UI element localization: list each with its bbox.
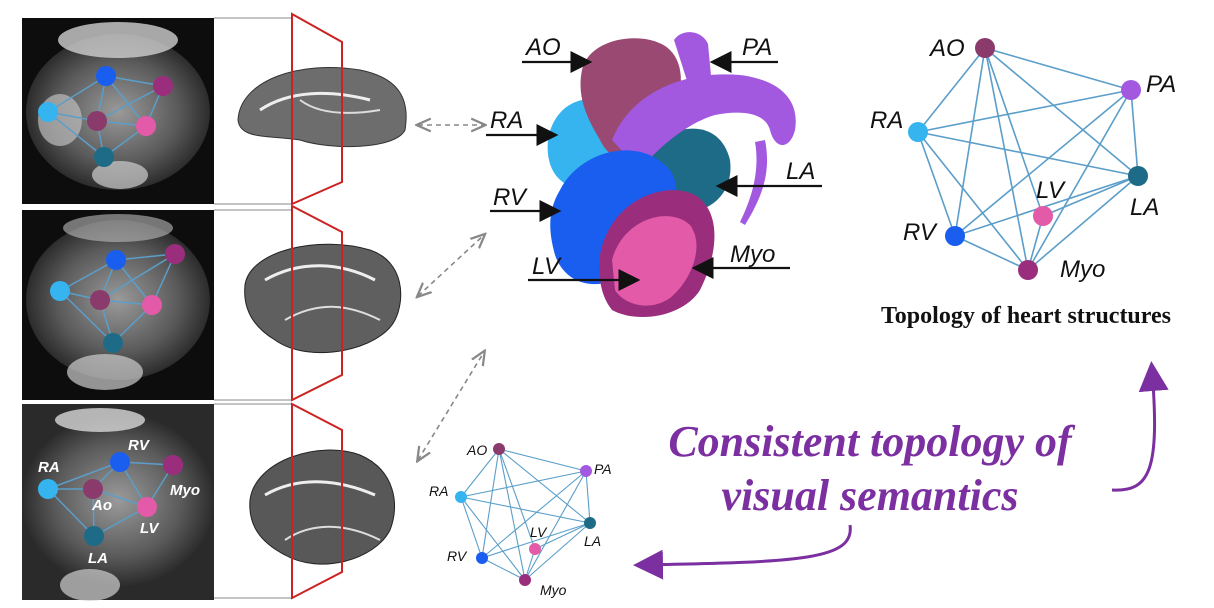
heart-label-rv: RV	[493, 184, 528, 211]
small-graph-edge	[482, 558, 525, 580]
big-graph-node-rv	[945, 226, 965, 246]
ct-slice-3	[22, 404, 214, 601]
big-graph-node-myo	[1018, 260, 1038, 280]
ct3-label-myo: Myo	[170, 482, 200, 499]
big-graph-title: Topology of heart structures	[881, 303, 1171, 329]
big-graph-edge	[918, 132, 1028, 270]
big-graph-label-la: LA	[1130, 194, 1159, 221]
big-graph-node-lv	[1033, 206, 1053, 226]
small-graph-node-la	[584, 517, 596, 529]
big-graph-edge	[918, 90, 1131, 132]
heart-pa-branch	[740, 140, 767, 225]
caption-line-2: visual semantics	[721, 471, 1018, 520]
ct1-node-lv	[136, 116, 156, 136]
ct3-label-lv: LV	[140, 520, 160, 537]
heart-label-myo: Myo	[730, 241, 775, 268]
small-graph-node-rv	[476, 552, 488, 564]
ct3-node-ra	[38, 479, 58, 499]
big-graph-node-ao	[975, 38, 995, 58]
volume-rendering-3	[214, 404, 395, 598]
purple-arrow-left	[642, 525, 850, 565]
ct2-node-rv	[106, 250, 126, 270]
small-graph-node-ao	[493, 443, 505, 455]
small-graph-label-la: LA	[584, 533, 601, 549]
ct2-node-ao	[90, 290, 110, 310]
small-graph-node-pa	[580, 465, 592, 477]
ct2-node-lv	[142, 295, 162, 315]
small-graph-label-pa: PA	[594, 461, 612, 477]
ct1-node-ao	[87, 111, 107, 131]
ct1-node-ra	[38, 102, 58, 122]
purple-arrow-up	[1112, 370, 1155, 490]
small-graph-node-lv	[529, 543, 541, 555]
big-graph-edge	[918, 132, 1138, 176]
caption-line-1: Consistent topology of	[668, 417, 1076, 466]
heart-3d-model	[548, 32, 796, 317]
ct3-node-ao	[83, 479, 103, 499]
ct2-node-la	[103, 333, 123, 353]
ct3-node-la	[84, 526, 104, 546]
volume-rendering-1	[214, 14, 406, 204]
small-graph-edge	[499, 449, 525, 580]
ct3-node-myo	[163, 455, 183, 475]
small-graph-label-lv: LV	[530, 524, 548, 540]
heart-label-ao: AO	[524, 34, 561, 61]
small-graph-label-rv: RV	[447, 548, 468, 564]
volume-rendering-2	[214, 206, 401, 400]
big-graph-edge	[1131, 90, 1138, 176]
big-graph-node-ra	[908, 122, 928, 142]
ct3-node-rv	[110, 452, 130, 472]
ct3-label-ra: RA	[38, 459, 60, 476]
big-graph-label-myo: Myo	[1060, 256, 1105, 283]
big-graph-edge	[985, 48, 1131, 90]
ct1-node-la	[94, 147, 114, 167]
big-graph-edge	[985, 48, 1138, 176]
small-graph-edge	[461, 497, 525, 580]
small-graph-label-ra: RA	[429, 483, 448, 499]
small-graph-node-myo	[519, 574, 531, 586]
ct3-node-lv	[137, 497, 157, 517]
small-topology-graph: AO PA RA LA LV RV Myo	[429, 442, 612, 598]
ct2-node-myo	[165, 244, 185, 264]
heart-label-la: LA	[786, 158, 815, 185]
ct3-label-ao: Ao	[91, 497, 112, 514]
big-graph-label-lv: LV	[1036, 177, 1066, 204]
heart-label-lv: LV	[532, 253, 562, 280]
ct-slice-2	[22, 210, 214, 400]
ct2-node-ra	[50, 281, 70, 301]
big-graph-node-la	[1128, 166, 1148, 186]
ct1-node-rv	[96, 66, 116, 86]
heart-label-ra: RA	[490, 107, 523, 134]
small-graph-edge	[586, 471, 590, 523]
big-graph-edge	[985, 48, 1028, 270]
ct1-node-myo	[153, 76, 173, 96]
big-graph-edge	[955, 236, 1028, 270]
heart-label-pa: PA	[742, 34, 772, 61]
small-graph-edge	[461, 497, 590, 523]
small-graph-label-myo: Myo	[540, 582, 567, 598]
big-graph-node-pa	[1121, 80, 1141, 100]
ct3-label-la: LA	[88, 550, 108, 567]
small-graph-label-ao: AO	[466, 442, 487, 458]
small-graph-node-ra	[455, 491, 467, 503]
small-graph-edge	[461, 471, 586, 497]
big-graph-label-rv: RV	[903, 219, 938, 246]
big-graph-label-pa: PA	[1146, 71, 1176, 98]
ct3-label-rv: RV	[128, 437, 151, 454]
big-graph-label-ao: AO	[928, 35, 965, 62]
big-graph-label-ra: RA	[870, 107, 903, 134]
dashed-arrow-2	[418, 235, 484, 296]
big-topology-graph: AO PA RA LA LV RV Myo	[870, 35, 1176, 283]
dashed-arrows	[418, 125, 484, 460]
